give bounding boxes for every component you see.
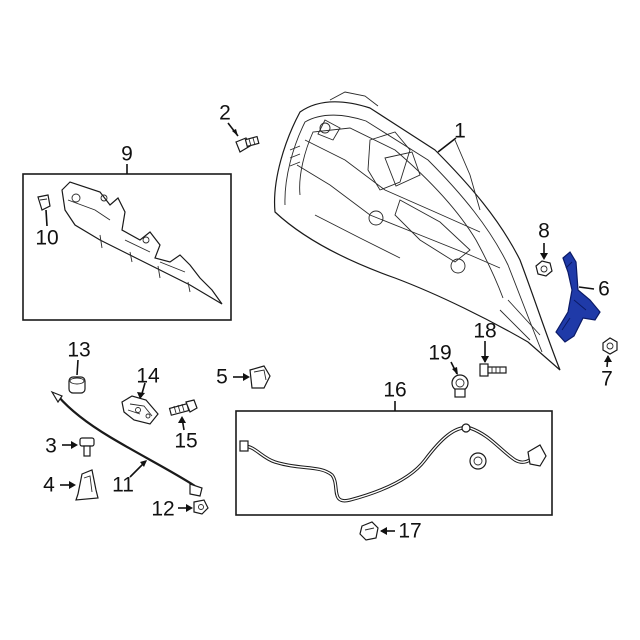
bolt-2[interactable] xyxy=(235,135,260,153)
grommet-5[interactable] xyxy=(249,365,271,389)
hood-insulator[interactable] xyxy=(61,181,223,305)
callout-17[interactable]: 17 xyxy=(398,519,422,543)
callout-5[interactable]: 5 xyxy=(216,365,228,389)
bumper-13[interactable] xyxy=(68,376,86,394)
cable-group-box xyxy=(235,410,553,516)
prop-rod-bracket[interactable] xyxy=(121,395,159,425)
clip-12[interactable] xyxy=(193,499,209,515)
callout-18[interactable]: 18 xyxy=(473,319,497,343)
callout-16[interactable]: 16 xyxy=(383,378,407,402)
bolt-15[interactable] xyxy=(168,399,198,416)
hinge-body xyxy=(555,251,601,343)
clip-17[interactable] xyxy=(359,521,379,541)
prop-rod[interactable] xyxy=(50,390,203,497)
clip-10[interactable] xyxy=(37,194,51,211)
stud-3[interactable] xyxy=(79,437,95,457)
callout-1[interactable]: 1 xyxy=(454,119,466,143)
callout-2[interactable]: 2 xyxy=(219,101,231,125)
callout-13[interactable]: 13 xyxy=(67,338,91,362)
callout-9[interactable]: 9 xyxy=(121,142,133,166)
bumper-19[interactable] xyxy=(451,374,469,398)
callout-11[interactable]: 11 xyxy=(112,473,134,497)
callout-19[interactable]: 19 xyxy=(428,341,452,365)
hood-hinge[interactable] xyxy=(555,251,601,343)
callout-6[interactable]: 6 xyxy=(598,277,610,301)
callout-3[interactable]: 3 xyxy=(45,434,57,458)
bolt-7[interactable] xyxy=(602,337,618,355)
release-cable[interactable] xyxy=(239,423,547,503)
callout-8[interactable]: 8 xyxy=(538,219,550,243)
callout-15[interactable]: 15 xyxy=(174,429,198,453)
nut-8[interactable] xyxy=(535,260,553,277)
hood-panel[interactable] xyxy=(273,91,561,371)
callout-14[interactable]: 14 xyxy=(136,364,160,388)
callout-10[interactable]: 10 xyxy=(35,226,59,250)
callout-12[interactable]: 12 xyxy=(151,497,175,521)
callout-7[interactable]: 7 xyxy=(601,367,613,391)
bracket-4[interactable] xyxy=(75,469,99,501)
bolt-18[interactable] xyxy=(479,363,507,377)
callout-4[interactable]: 4 xyxy=(43,473,55,497)
